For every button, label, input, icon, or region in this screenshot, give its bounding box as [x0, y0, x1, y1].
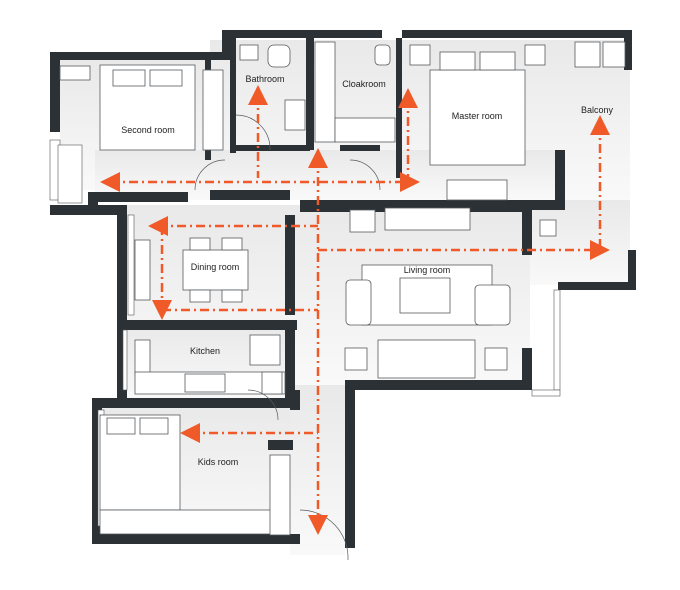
label-kitchen: Kitchen [190, 346, 220, 356]
armchair-icon [345, 279, 372, 326]
wardrobe-icon [202, 69, 224, 151]
walls [50, 30, 636, 548]
stove-icon [184, 373, 226, 393]
label-master-room: Master room [452, 111, 503, 121]
washing-machine-icon [574, 41, 601, 68]
dining-table-icon [182, 249, 249, 291]
label-kids-room: Kids room [198, 457, 239, 467]
circulation-path-arrow-icon [100, 85, 610, 535]
armchair-icon [474, 284, 511, 326]
room-labels: Second room Bathroom Cloakroom Master ro… [121, 74, 613, 467]
sink-icon [284, 99, 306, 131]
sofa-icon [377, 339, 476, 379]
label-balcony: Balcony [581, 105, 614, 115]
toilet-icon [267, 44, 291, 68]
label-dining-room: Dining room [191, 262, 240, 272]
label-cloakroom: Cloakroom [342, 79, 386, 89]
bed-icon [429, 69, 526, 166]
furniture [59, 41, 626, 536]
wardrobe-icon [314, 41, 336, 143]
label-living-room: Living room [404, 265, 451, 275]
label-second-room: Second room [121, 125, 175, 135]
label-bathroom: Bathroom [245, 74, 284, 84]
